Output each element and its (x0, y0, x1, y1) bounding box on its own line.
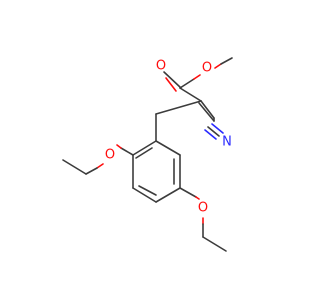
bond-ring-oethoxy-ortho-a (120, 147, 134, 156)
bond-oethoxy-ch2-ortho-a (96, 163, 104, 169)
atom-label-o-ethoxy-ortho: O (105, 148, 115, 163)
ring-bond-c3-c4-inner (138, 185, 157, 196)
atom-label-n-nitrile: N (222, 135, 232, 150)
bond-oester-methyl-b (220, 57, 233, 65)
bond-ch2-calpha (155, 100, 202, 115)
atom-label-o-ester: O (202, 61, 212, 76)
bond-ccarbonyl-o-double-1 (163, 71, 182, 89)
triple-bond-3 (204, 129, 217, 140)
ring-bond-c6-c1 (155, 140, 181, 156)
bond-ccarbonyl-o-double-2 (165, 77, 177, 92)
bond-calpha-ccarbonyl (179, 87, 202, 102)
bond-oethoxy-ch2-ortho-b (85, 167, 98, 175)
atom-label-o-ethoxy-meta: O (198, 201, 208, 216)
nitrile-group (198, 100, 224, 140)
triple-bond-1 (207, 126, 220, 137)
bond-calpha-cn-2 (198, 102, 215, 122)
ring-bond-c1-c2-inner (135, 147, 153, 159)
bond-ring-oethoxy-ortho-b (116, 144, 122, 149)
ring-bond-c1-c2 (132, 140, 157, 156)
triple-bond-2 (211, 123, 224, 134)
bond-ccarbonyl-oester-a (179, 78, 195, 89)
atom-label-o-carbonyl: O (156, 59, 166, 74)
bond-ccarbonyl-oester-b (193, 74, 201, 80)
bond-ring-oethoxy-meta-b (195, 196, 200, 200)
benzene-ring (132, 140, 181, 203)
bond-calpha-cn-1 (200, 100, 215, 119)
bond-oester-methyl-a (214, 63, 222, 69)
bond-ring-oethoxy-meta-a (179, 187, 197, 198)
molecule-canvas: O O N O O (62, 57, 233, 252)
molecule-structure: O O N O O (62, 57, 233, 252)
bond-ch2-ch3-ortho (62, 159, 87, 175)
ring-bond-c4-c5 (155, 187, 181, 203)
bond-ch2-ch3-meta (202, 236, 227, 252)
ring-bond-c3-c4 (132, 187, 157, 203)
